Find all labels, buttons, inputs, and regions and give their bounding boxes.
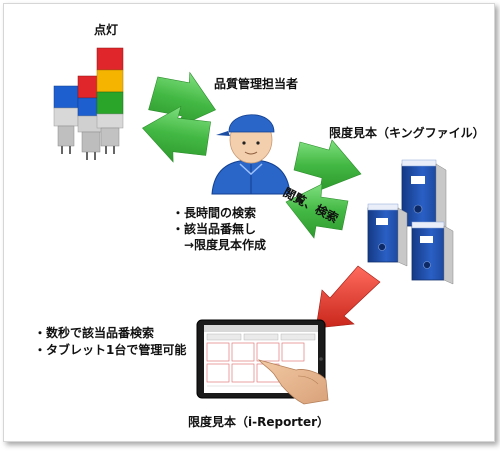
arrow-binder-to-tablet-icon xyxy=(315,265,381,329)
tablet-label: 限度見本（i-Reporter） xyxy=(188,415,330,429)
problem-item: →限度見本作成 xyxy=(172,238,267,252)
binder-label: 限度見本（キングファイル） xyxy=(329,126,485,140)
arrow-manager-to-lamp-icon xyxy=(142,105,211,163)
arrow-manager-to-binder-icon xyxy=(293,139,362,191)
arrow-binder-to-manager-icon xyxy=(285,183,349,239)
diagram-graphics xyxy=(53,47,454,405)
worker-icon xyxy=(211,114,291,195)
binder-file-icon xyxy=(367,203,408,267)
signal-tower-left-icon xyxy=(53,85,79,154)
benefit-item: ・タブレット1台で管理可能 xyxy=(34,343,187,357)
problem-item: ・長時間の検索 xyxy=(172,206,257,220)
diagram-canvas: 点灯 品質管理担当者 限度見本（キングファイル） 閲覧、検索 ・長時間の検索 ・… xyxy=(3,3,495,442)
binder-file-icon xyxy=(401,159,447,231)
manager-label: 品質管理担当者 xyxy=(214,77,299,91)
hand-icon xyxy=(257,359,329,405)
lamp-label: 点灯 xyxy=(94,23,119,37)
benefit-item: ・数秒で該当品番検索 xyxy=(34,326,155,340)
arrow-lamp-to-manager-icon xyxy=(148,71,216,128)
binder-file-icon xyxy=(411,221,454,285)
problem-item: ・該当品番無し xyxy=(172,222,257,236)
signal-tower-right-icon xyxy=(96,47,124,154)
